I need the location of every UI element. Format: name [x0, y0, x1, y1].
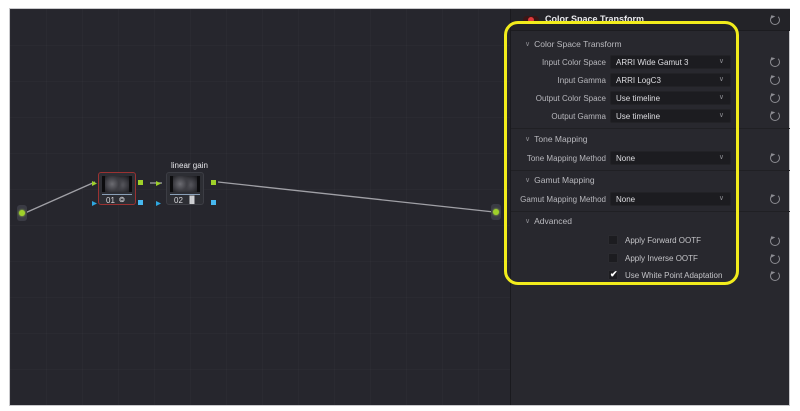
output-gamma-label: Output Gamma [551, 112, 606, 121]
node-01-alpha-output-port[interactable] [138, 200, 143, 205]
chevron-down-icon: ∨ [525, 41, 531, 48]
source-input-node[interactable] [17, 205, 27, 221]
section-title: Color Space Transform [534, 39, 622, 49]
reset-output-gamma-icon[interactable] [770, 111, 780, 121]
section-title: Tone Mapping [534, 134, 588, 144]
node-01[interactable]: 01 ❂ [98, 172, 136, 205]
node-01-rgb-output-port[interactable] [138, 180, 143, 185]
reset-input-color-space-icon[interactable] [770, 57, 780, 67]
resolve-color-page: 01 ❂ linear gain 02 ▐▌ Color Space Trans… [9, 8, 790, 406]
input-color-space-dropdown[interactable]: ARRI Wide Gamut 3 ∨ [610, 55, 731, 69]
chevron-down-icon: ∨ [718, 94, 724, 101]
use-white-point-adaptation-label: Use White Point Adaptation [625, 271, 723, 280]
output-color-space-dropdown[interactable]: Use timeline ∨ [610, 91, 731, 105]
chevron-down-icon: ∨ [718, 112, 724, 119]
section-gamut-mapping[interactable]: ∨Gamut Mapping [525, 175, 595, 185]
node-02[interactable]: 02 ▐▌ [166, 172, 204, 205]
node-number: 02 [174, 196, 183, 205]
node-02-rgb-output-port[interactable] [211, 180, 216, 185]
apply-inverse-ootf-label: Apply Inverse OOTF [625, 254, 698, 263]
chevron-down-icon: ∨ [525, 177, 531, 184]
node-divider [170, 194, 200, 195]
chevron-down-icon: ∨ [718, 58, 724, 65]
dropdown-value: None [616, 154, 636, 163]
section-divider [511, 128, 790, 129]
tone-mapping-method-dropdown[interactable]: None ∨ [610, 151, 731, 165]
node-01-rgb-input-port[interactable] [92, 181, 97, 186]
color-wheel-icon: ❂ [119, 197, 125, 204]
chevron-down-icon: ∨ [718, 76, 724, 83]
reset-white-point-adaptation-icon[interactable] [770, 271, 780, 281]
section-color-space-transform[interactable]: ∨Color Space Transform [525, 39, 622, 49]
use-white-point-adaptation-checkbox[interactable]: ✔ [608, 269, 618, 280]
input-gamma-dropdown[interactable]: ARRI LogC3 ∨ [610, 73, 731, 87]
dropdown-value: ARRI Wide Gamut 3 [616, 58, 689, 67]
reset-tone-mapping-icon[interactable] [770, 153, 780, 163]
input-gamma-label: Input Gamma [557, 76, 606, 85]
checkmark-icon: ✔ [610, 269, 618, 279]
node-divider [102, 194, 132, 195]
dropdown-value: None [616, 195, 636, 204]
gamut-mapping-method-dropdown[interactable]: None ∨ [610, 192, 731, 206]
input-rgb-port[interactable] [19, 210, 25, 216]
bars-icon: ▐▌ [187, 197, 197, 204]
section-tone-mapping[interactable]: ∨Tone Mapping [525, 134, 588, 144]
apply-inverse-ootf-checkbox[interactable] [608, 253, 618, 263]
output-node[interactable] [491, 204, 501, 220]
node-number: 01 [106, 196, 115, 205]
chevron-down-icon: ∨ [718, 195, 724, 202]
effect-enable-toggle[interactable] [523, 16, 539, 24]
chevron-down-icon: ∨ [718, 154, 724, 161]
node-01-alpha-input-port[interactable] [92, 201, 97, 206]
node-thumbnail [170, 176, 200, 192]
output-rgb-port[interactable] [493, 209, 499, 215]
reset-output-color-space-icon[interactable] [770, 93, 780, 103]
dropdown-value: Use timeline [616, 94, 661, 103]
chevron-down-icon: ∨ [525, 218, 531, 225]
node-02-alpha-input-port[interactable] [156, 201, 161, 206]
section-divider [511, 170, 790, 171]
effects-inspector-panel: Color Space Transform ∨Color Space Trans… [510, 9, 790, 405]
apply-forward-ootf-checkbox[interactable] [608, 235, 618, 245]
section-divider [511, 211, 790, 212]
section-title: Gamut Mapping [534, 175, 595, 185]
reset-inverse-ootf-icon[interactable] [770, 254, 780, 264]
section-advanced[interactable]: ∨Advanced [525, 216, 572, 226]
reset-input-gamma-icon[interactable] [770, 75, 780, 85]
node-02-label: linear gain [171, 161, 208, 170]
panel-header: Color Space Transform [511, 9, 790, 31]
node-graph[interactable]: 01 ❂ linear gain 02 ▐▌ [10, 9, 510, 405]
node-02-alpha-output-port[interactable] [211, 200, 216, 205]
node-02-rgb-input-port[interactable] [156, 181, 161, 186]
apply-forward-ootf-label: Apply Forward OOTF [625, 236, 702, 245]
reset-all-icon[interactable] [770, 15, 780, 25]
dropdown-value: ARRI LogC3 [616, 76, 661, 85]
reset-gamut-mapping-icon[interactable] [770, 194, 780, 204]
node-links [24, 181, 495, 214]
toggle-knob [528, 17, 534, 23]
tone-mapping-method-label: Tone Mapping Method [526, 154, 606, 163]
reset-forward-ootf-icon[interactable] [770, 236, 780, 246]
section-title: Advanced [534, 216, 572, 226]
output-gamma-dropdown[interactable]: Use timeline ∨ [610, 109, 731, 123]
chevron-down-icon: ∨ [525, 136, 531, 143]
output-color-space-label: Output Color Space [535, 94, 606, 103]
node-thumbnail [102, 176, 132, 192]
gamut-mapping-method-label: Gamut Mapping Method [520, 195, 606, 204]
dropdown-value: Use timeline [616, 112, 661, 121]
input-color-space-label: Input Color Space [541, 58, 606, 67]
panel-title: Color Space Transform [545, 14, 645, 24]
